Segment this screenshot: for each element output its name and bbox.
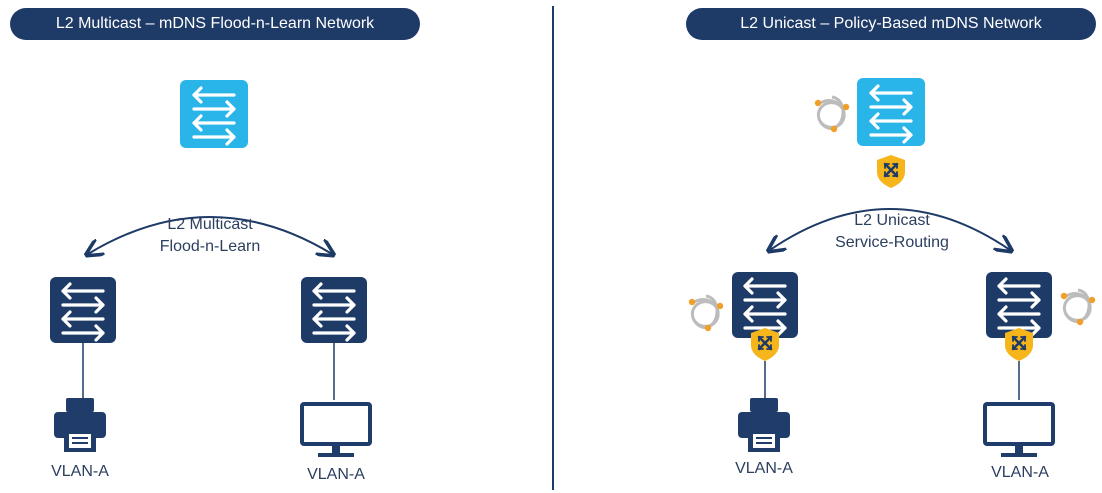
left-monitor-label: VLAN-A (307, 466, 365, 483)
right-arc-label-line2: Service-Routing (835, 234, 949, 251)
right-printer-label: VLAN-A (735, 460, 793, 477)
left-arc-label-line1: L2 Multicast (167, 216, 253, 233)
right-title-pill: L2 Unicast – Policy-Based mDNS Network (686, 8, 1096, 40)
left-arc-label: L2 Multicast Flood-n-Learn (140, 214, 280, 258)
right-access-switch-1 (732, 272, 798, 338)
monitor-icon (300, 402, 372, 459)
right-bonjour-core (813, 95, 851, 134)
right-service-arc (770, 208, 1010, 250)
printer-icon (54, 398, 106, 452)
right-bonjour-right (1059, 288, 1097, 327)
right-arc-label-line1: L2 Unicast (854, 212, 930, 229)
right-monitor-label: VLAN-A (991, 464, 1049, 481)
left-printer (54, 398, 106, 452)
left-access-switch-1 (50, 277, 116, 343)
panel-divider (552, 6, 554, 490)
bonjour-icon (813, 95, 851, 134)
left-arc-label-line2: Flood-n-Learn (159, 238, 261, 255)
right-monitor (983, 402, 1055, 459)
service-routing-shield-icon (875, 153, 907, 190)
left-title: L2 Multicast – mDNS Flood-n-Learn Networ… (55, 15, 375, 32)
right-access-switch-2 (986, 272, 1052, 338)
bonjour-icon (1059, 288, 1097, 327)
left-core-switch (180, 80, 248, 148)
right-core-switch (857, 78, 925, 146)
right-shield-2 (1003, 326, 1035, 363)
left-access-switch-2 (301, 277, 367, 343)
left-monitor (300, 402, 372, 459)
monitor-icon (983, 402, 1055, 459)
right-printer (738, 398, 790, 452)
left-printer-label: VLAN-A (51, 463, 109, 480)
right-core-shield (875, 153, 907, 190)
right-title: L2 Unicast – Policy-Based mDNS Network (740, 15, 1042, 32)
left-title-pill: L2 Multicast – mDNS Flood-n-Learn Networ… (10, 8, 420, 40)
service-routing-shield-icon (749, 326, 781, 363)
right-shield-1 (749, 326, 781, 363)
printer-icon (738, 398, 790, 452)
right-arc-label: L2 Unicast Service-Routing (812, 210, 972, 254)
right-bonjour-left (687, 294, 725, 333)
left-flood-arc (88, 216, 332, 254)
service-routing-shield-icon (1003, 326, 1035, 363)
bonjour-icon (687, 294, 725, 333)
